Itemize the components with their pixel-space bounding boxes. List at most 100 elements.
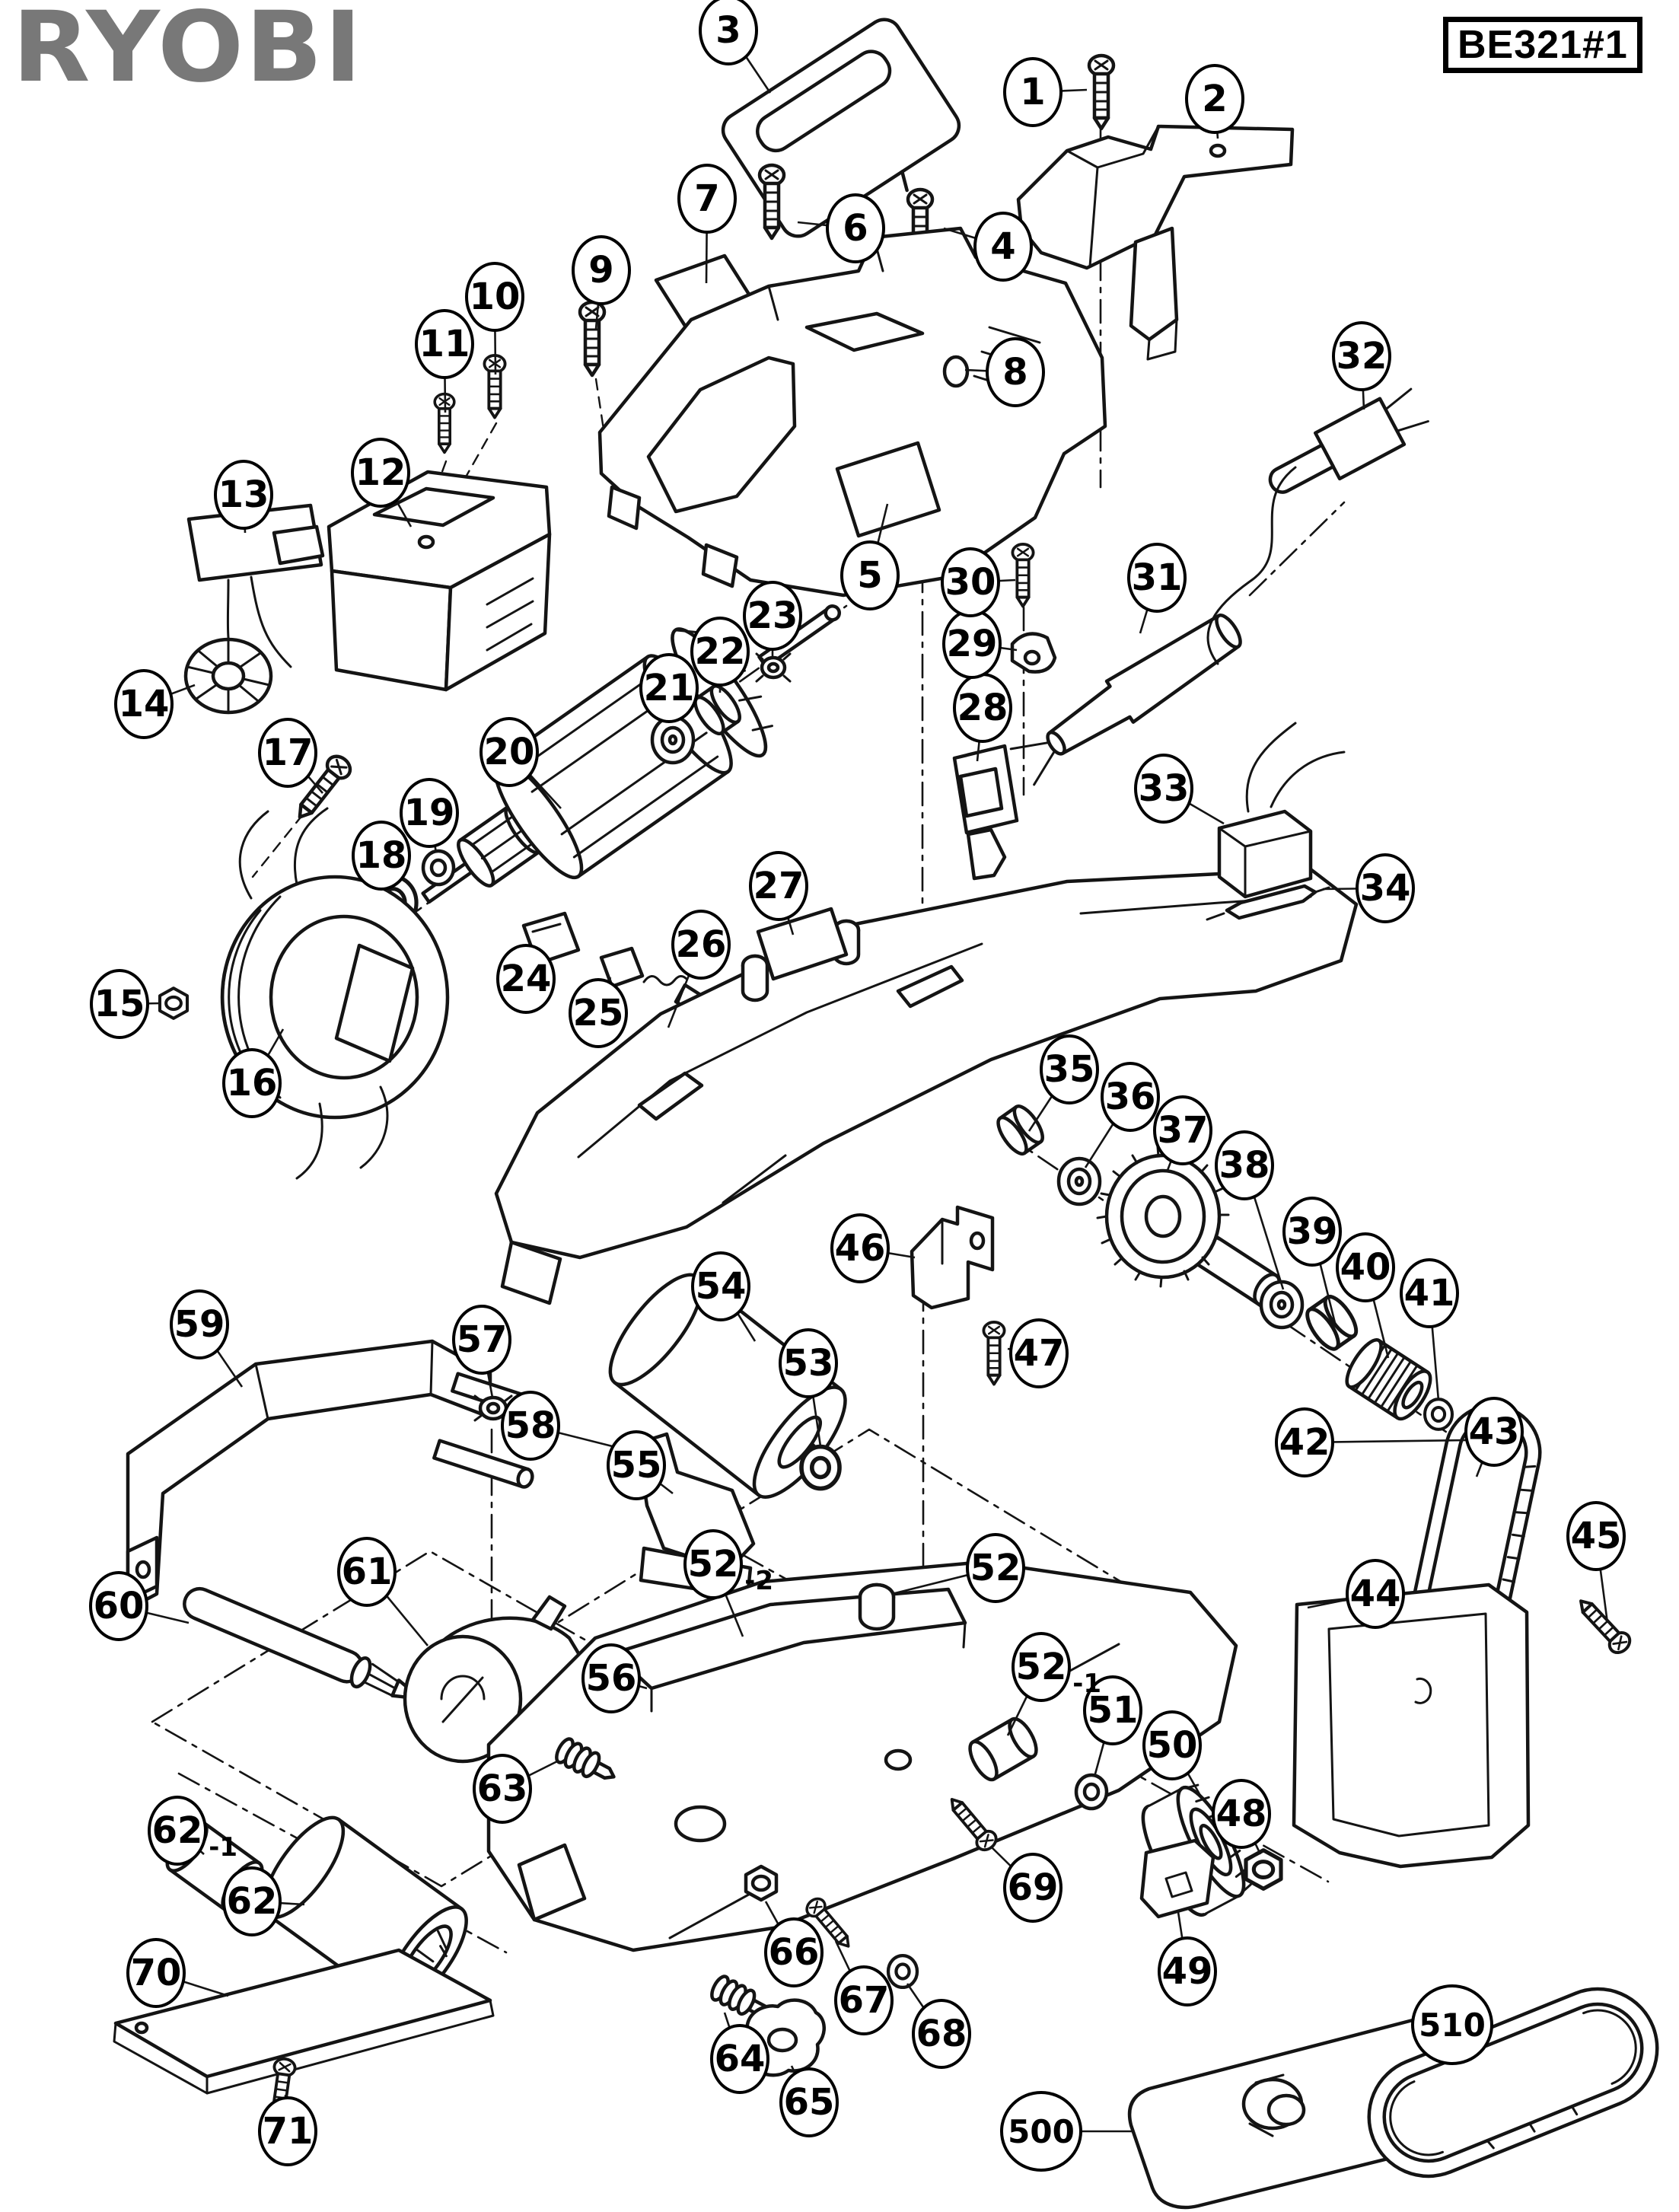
callout-number: 52 (970, 1547, 1021, 1589)
callout-42: 42 (1275, 1407, 1334, 1477)
callout-number: 22 (694, 630, 746, 673)
callout-19: 19 (400, 778, 459, 848)
callout-46: 46 (830, 1213, 890, 1283)
callout-31: 31 (1127, 543, 1187, 613)
callout-9: 9 (572, 235, 631, 305)
callout-18: 18 (352, 821, 411, 891)
callout-number: 29 (946, 623, 998, 665)
callout-number: 17 (262, 731, 314, 774)
callout-number: 47 (1013, 1332, 1065, 1375)
callout-45: 45 (1566, 1501, 1626, 1571)
callout-65: 65 (779, 2067, 839, 2137)
callout-number: 69 (1007, 1866, 1059, 1909)
callout-52: 52 (966, 1533, 1025, 1603)
part-clamp-plate-49 (1139, 1838, 1215, 1919)
callout-number: 10 (469, 276, 521, 318)
callout-55: 55 (607, 1430, 666, 1500)
callout-44: 44 (1346, 1559, 1405, 1629)
callout-21: 21 (639, 653, 699, 723)
callout-57: 57 (452, 1305, 511, 1375)
callout-number: 61 (341, 1551, 393, 1593)
callout-number: 36 (1104, 1076, 1156, 1118)
callout-number: 57 (456, 1318, 508, 1361)
part-capacitor-33 (1217, 722, 1346, 899)
callout-2: 2 (1185, 64, 1244, 134)
callout-27: 27 (749, 851, 808, 921)
callout-51: 51 (1083, 1675, 1142, 1745)
part-circuit-board-13 (186, 503, 325, 668)
callout-number: 8 (1002, 351, 1028, 394)
callout-7: 7 (677, 164, 737, 234)
callout-54: 54 (691, 1251, 750, 1321)
callout-15: 15 (90, 969, 149, 1039)
callout-number: 30 (945, 561, 996, 604)
callout-number: 64 (714, 2038, 766, 2080)
callout-number: 9 (588, 249, 614, 292)
callout-59: 59 (170, 1289, 229, 1359)
callout-number: 32 (1336, 335, 1387, 378)
part-handle-bracket-2 (1016, 124, 1295, 361)
callout-13: 13 (214, 460, 273, 530)
callout-number: 16 (226, 1062, 278, 1104)
callout-number: 42 (1279, 1421, 1330, 1464)
callout-number: 65 (783, 2081, 835, 2124)
callout-number: 38 (1219, 1144, 1270, 1187)
callout-36: 36 (1101, 1062, 1160, 1132)
callout-number: 11 (419, 323, 470, 365)
callout-56: 56 (581, 1643, 641, 1713)
callout-number: 53 (782, 1342, 834, 1385)
callout-61: 61 (337, 1537, 397, 1607)
callout-number: 13 (218, 473, 269, 516)
callout-24: 24 (496, 944, 556, 1014)
callout-number: 27 (753, 865, 804, 907)
callout-67: 67 (834, 1965, 894, 2035)
ryobi-logo: RYOBI (12, 0, 364, 104)
callout-52-1: 52-1 (1012, 1632, 1101, 1702)
callout-number: 59 (174, 1303, 225, 1346)
callout-69: 69 (1003, 1853, 1063, 1923)
part-name-label-27 (756, 907, 849, 981)
callout-number: 33 (1138, 767, 1190, 810)
part-base-plate-70 (113, 1948, 495, 2095)
callout-number: 35 (1043, 1048, 1095, 1091)
callout-3: 3 (699, 0, 758, 65)
callout-suffix: -1 (1072, 1669, 1101, 1699)
callout-number: 48 (1215, 1793, 1267, 1835)
callout-number: 24 (500, 958, 552, 1000)
part-gear-housing-26 (494, 867, 1359, 1305)
callout-number: 20 (483, 731, 535, 773)
callout-35: 35 (1040, 1034, 1099, 1104)
callout-52-2: 52-2 (683, 1529, 773, 1599)
callout-60: 60 (89, 1571, 148, 1641)
callout-34: 34 (1356, 853, 1415, 923)
callout-6: 6 (826, 193, 885, 263)
part-locknut-23 (755, 652, 792, 683)
part-gear-shaft-37 (1096, 1146, 1282, 1307)
callout-number: 3 (715, 9, 741, 52)
callout-53: 53 (779, 1328, 838, 1398)
callout-number: 60 (93, 1585, 145, 1627)
callout-500: 500 (1000, 2091, 1082, 2172)
callout-number: 31 (1131, 556, 1183, 599)
callout-11: 11 (415, 309, 474, 379)
callout-number: 23 (747, 594, 798, 637)
callout-number: 70 (130, 1952, 182, 1994)
callout-29: 29 (942, 609, 1002, 679)
callout-62-1: 62-1 (148, 1796, 237, 1866)
callout-number: 51 (1087, 1689, 1139, 1732)
callout-number: 7 (694, 177, 720, 220)
part-power-cord-32 (1206, 387, 1429, 665)
callout-number: 55 (610, 1444, 662, 1487)
callout-43: 43 (1464, 1397, 1524, 1467)
callout-30: 30 (941, 547, 1000, 617)
callout-number: 510 (1419, 2006, 1486, 2044)
callout-number: 46 (834, 1227, 886, 1270)
callout-40: 40 (1336, 1232, 1395, 1302)
callout-number: 67 (838, 1979, 890, 2022)
part-cord-guard-31 (1009, 614, 1242, 786)
callout-number: 28 (957, 687, 1008, 729)
callout-number: 71 (262, 2110, 314, 2153)
callout-number: 6 (843, 207, 868, 250)
callout-suffix: -1 (209, 1832, 237, 1863)
